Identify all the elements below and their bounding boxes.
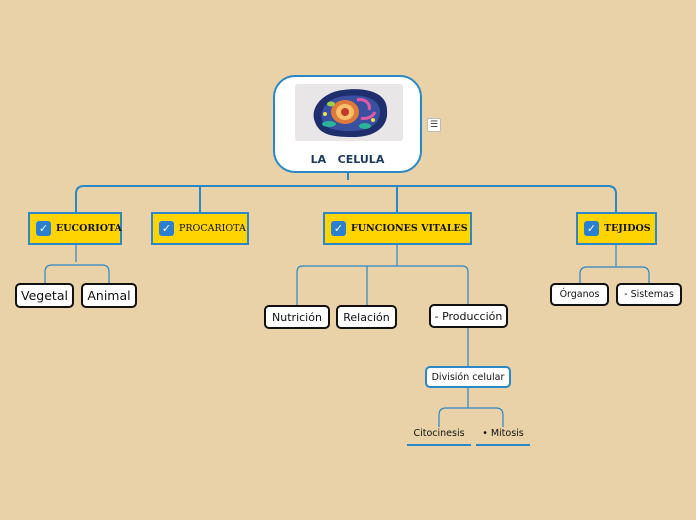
subtopic-relacion[interactable]: Relación: [336, 305, 397, 329]
checkbox-icon[interactable]: ✓: [159, 221, 174, 236]
topic-label: EUCORIOTA: [56, 223, 122, 234]
topic-eucoriota[interactable]: ✓ EUCORIOTA: [28, 212, 122, 245]
checkbox-icon[interactable]: ✓: [331, 221, 346, 236]
checkbox-icon[interactable]: ✓: [36, 221, 51, 236]
subtopic-sistemas[interactable]: - Sistemas: [616, 283, 682, 306]
subtopic-nutricion[interactable]: Nutrición: [264, 305, 330, 329]
subtopic-division-celular[interactable]: División celular: [425, 366, 511, 388]
root-title: LA CELULA: [310, 153, 385, 166]
topic-tejidos[interactable]: ✓ TEJIDOS: [576, 212, 657, 245]
checkbox-icon[interactable]: ✓: [584, 221, 599, 236]
subtopic-produccion[interactable]: - Producción: [429, 304, 508, 328]
leaf-mitosis[interactable]: • Mitosis: [476, 427, 530, 446]
leaf-citocinesis[interactable]: Citocinesis: [407, 427, 471, 446]
subtopic-vegetal[interactable]: Vegetal: [15, 283, 74, 308]
topic-label: TEJIDOS: [604, 223, 651, 234]
menu-icon[interactable]: ☰: [427, 118, 441, 132]
topic-label: PROCARIOTA: [179, 223, 246, 234]
cell-image: [295, 84, 403, 141]
subtopic-organos[interactable]: Órganos: [550, 283, 609, 306]
topic-funciones-vitales[interactable]: ✓ FUNCIONES VITALES: [323, 212, 472, 245]
topic-label: FUNCIONES VITALES: [351, 223, 468, 234]
subtopic-animal[interactable]: Animal: [81, 283, 137, 308]
root-node[interactable]: LA CELULA: [273, 75, 422, 173]
topic-procariota[interactable]: ✓ PROCARIOTA: [151, 212, 249, 245]
